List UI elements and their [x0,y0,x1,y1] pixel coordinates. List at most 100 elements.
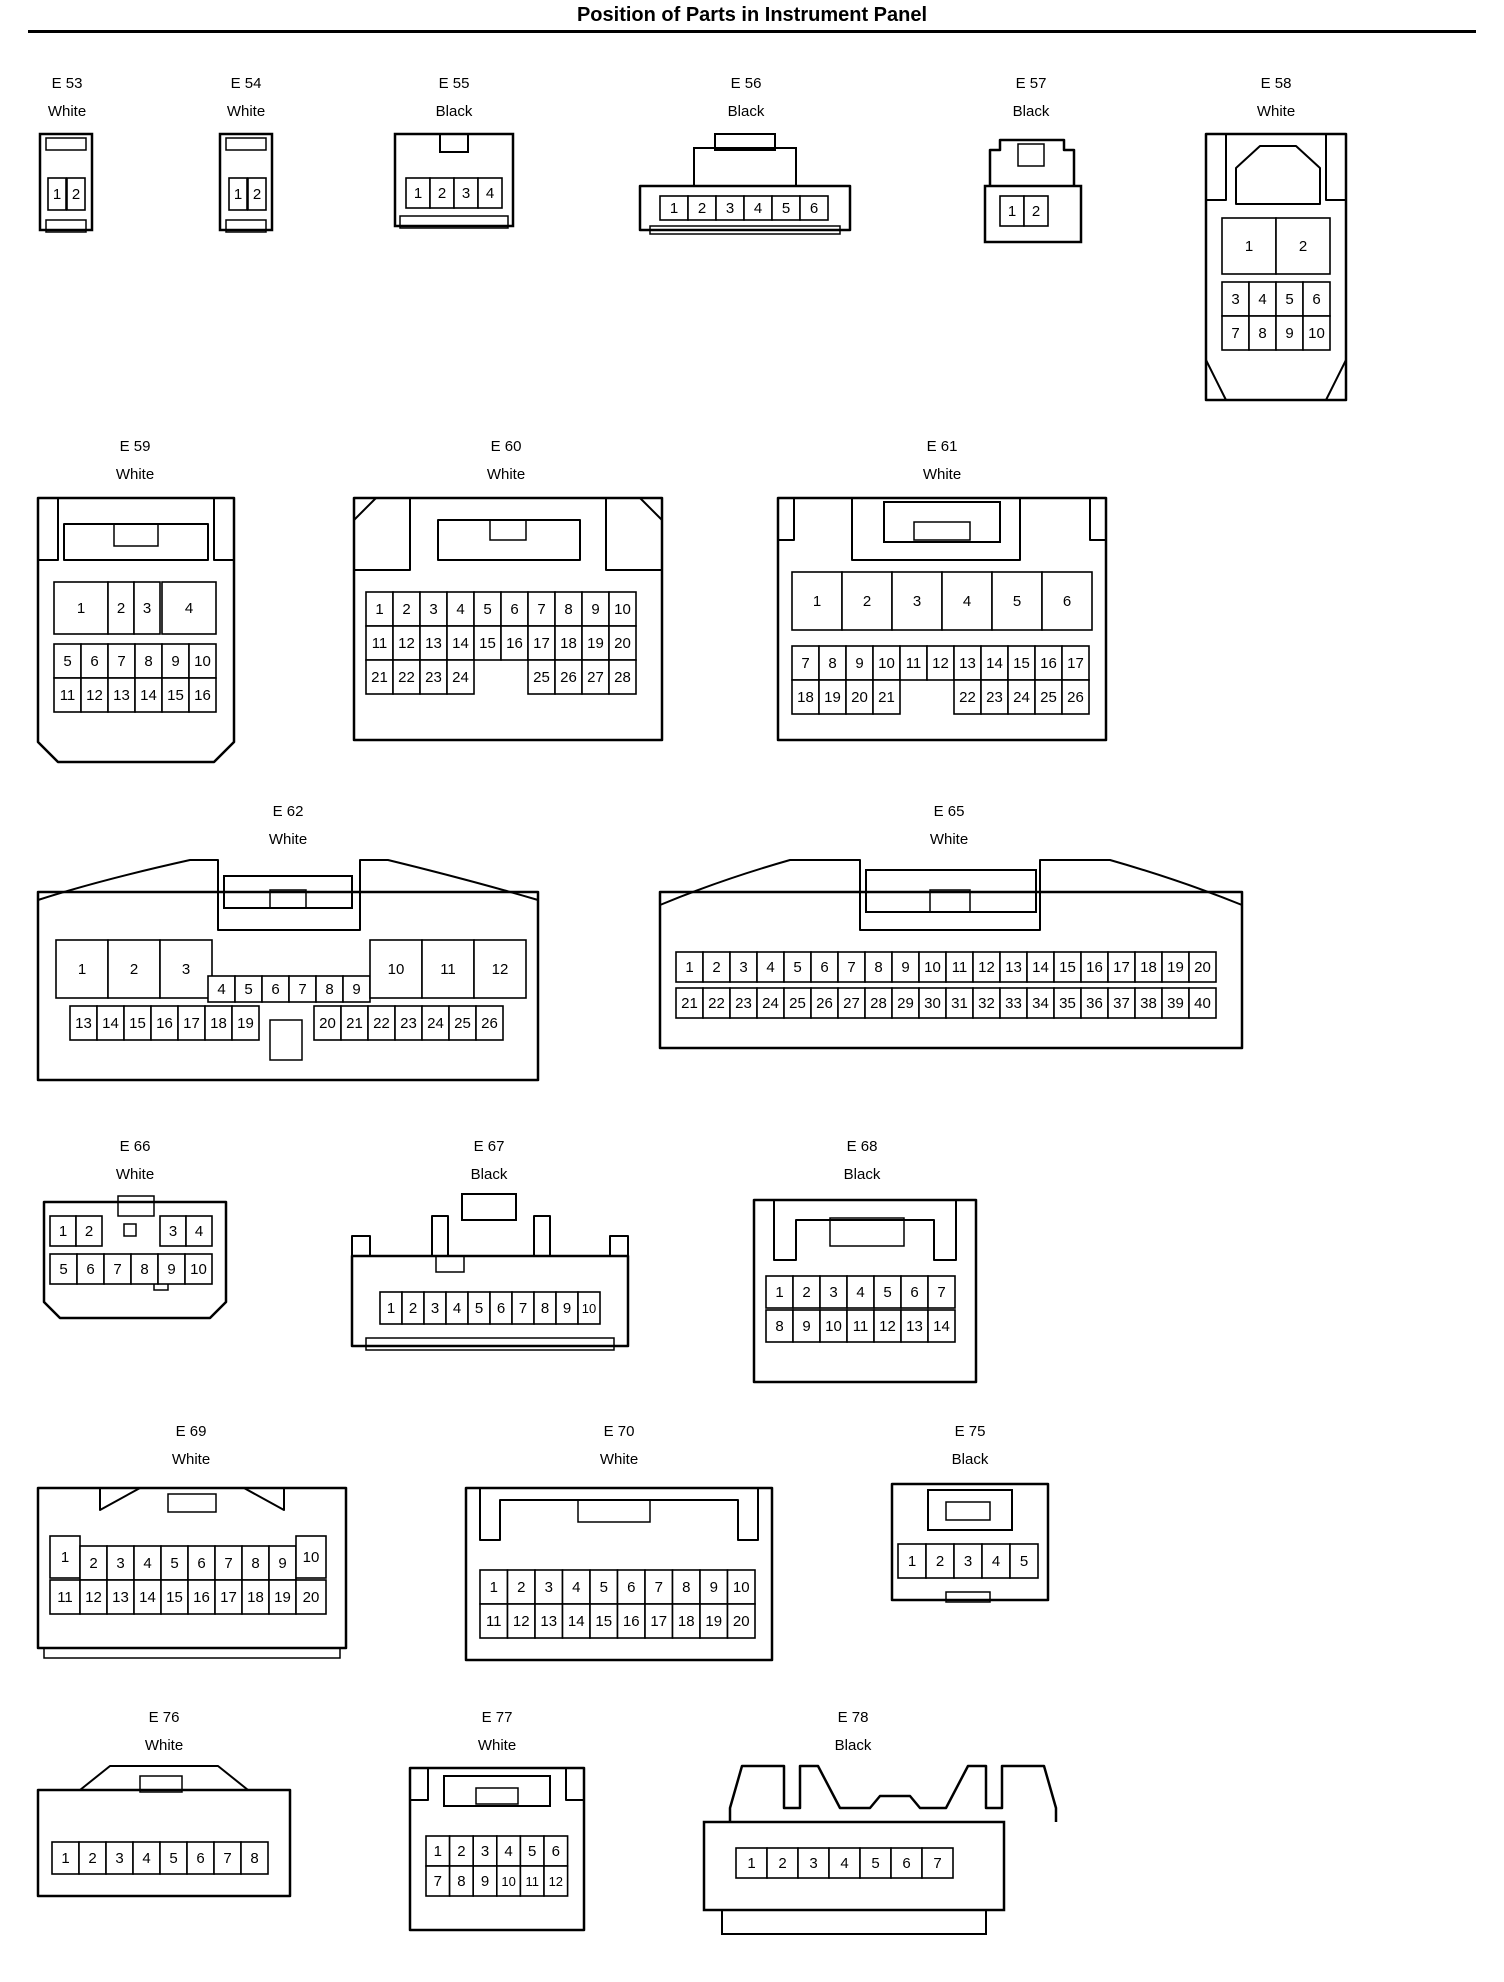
pin-number: 14 [452,635,469,652]
pin-cell: 7 [837,951,866,983]
pin-number: 18 [678,1613,695,1630]
pin-cell: 20 [1188,951,1217,983]
pin-number: 7 [937,1284,945,1301]
pin-cell: 6 [489,1291,513,1325]
pin-cell: 14 [980,645,1009,681]
pin-cell: 2 [392,591,421,627]
pin-number: 12 [492,961,509,978]
pin-number: 9 [352,981,360,998]
pin-cell: 4 [445,1291,469,1325]
pin-cell: 4 [756,951,785,983]
pin-number: 5 [170,1555,178,1572]
connector-color-e75: Black [951,1451,989,1468]
pin-cell: 2 [925,1543,955,1579]
pin-number: 1 [908,1553,916,1570]
pin-cell: 21 [675,987,704,1019]
pin-cell: 20 [726,1603,756,1639]
pin-number: 11 [486,1613,502,1630]
pin-cell: 22 [367,1005,396,1041]
connector-color-e67: Black [470,1166,508,1183]
pin-number: 6 [196,1850,204,1867]
pin-cell: 2 [429,177,455,209]
pin-number: 1 [747,1855,755,1872]
pin-number: 16 [194,687,211,704]
connector-code-e76: E 76 [148,1709,180,1726]
pin-cell: 14 [1026,951,1055,983]
pin-number: 8 [828,655,836,672]
pin-number: 9 [901,959,909,976]
pin-number: 23 [400,1015,417,1032]
pin-cell: 21 [340,1005,369,1041]
pin-number: 13 [425,635,442,652]
pin-cell: 7 [791,645,820,681]
pin-number: 1 [490,1579,498,1596]
pin-cell: 19 [581,625,610,661]
pin-cell: 26 [1061,679,1090,715]
pin-number: 12 [549,1874,563,1889]
pin-cell: 9 [555,1291,579,1325]
pin-number: 9 [563,1300,571,1317]
pin-cell: 3 [133,581,161,635]
pin-cell: 1 [791,571,843,631]
pin-cell: 8 [1248,315,1277,351]
pin-cell: 16 [1034,645,1063,681]
pin-number: 3 [726,200,734,217]
pin-cell: 11 [945,951,974,983]
pin-cell: 12 [473,939,527,999]
pin-number: 9 [171,653,179,670]
pin-cell: 4 [846,1275,875,1309]
pin-number: 7 [537,601,545,618]
pin-number: 4 [456,601,464,618]
pin-number: 10 [388,961,405,978]
pin-number: 1 [77,600,85,617]
connector-color-e54: White [226,103,266,120]
pin-cell: 5 [160,1545,189,1581]
pin-cell: 14 [133,1579,162,1615]
pin-cell: 1 [1221,217,1277,275]
pin-number: 2 [863,593,871,610]
pin-cell: 20 [608,625,637,661]
pin-number: 25 [1040,689,1057,706]
pin-number: 10 [733,1579,750,1596]
pin-number: 26 [1067,689,1084,706]
pin-cell: 3 [891,571,943,631]
pin-cell: 13 [999,951,1028,983]
pin-number: 8 [325,981,333,998]
pin-cell: 40 [1188,987,1217,1019]
pin-cell: 3 [106,1545,135,1581]
pin-number: 2 [130,961,138,978]
pin-number: 22 [959,689,976,706]
pin-cell: 7 [511,1291,535,1325]
pin-cell: 9 [1275,315,1304,351]
connector-color-e68: Black [843,1166,881,1183]
pin-cell: 12 [873,1309,902,1343]
pin-number: 3 [1231,291,1239,308]
pin-number: 2 [517,1579,525,1596]
pin-cell: 10 [577,1291,601,1325]
pin-number: 1 [78,961,86,978]
pin-cell: 22 [702,987,731,1019]
pin-number: 4 [856,1284,864,1301]
pin-cell: 6 [80,643,109,679]
pin-cell: 1 [999,195,1025,227]
pin-cell: 14 [561,1603,591,1639]
pin-cell: 7 [921,1847,954,1879]
pin-number: 3 [809,1855,817,1872]
connector-color-e59: White [115,466,155,483]
pin-cell: 3 [419,591,448,627]
connector-color-e77: White [477,1737,517,1754]
pin-number: 7 [434,1873,442,1890]
pin-number: 20 [851,689,868,706]
pin-cell: 10 [726,1569,756,1605]
pin-number: 7 [113,1261,121,1278]
pin-number: 3 [462,185,470,202]
pin-cell: 18 [204,1005,233,1041]
pin-number: 23 [735,995,752,1012]
pin-number: 17 [1113,959,1130,976]
pin-cell: 7 [644,1569,674,1605]
